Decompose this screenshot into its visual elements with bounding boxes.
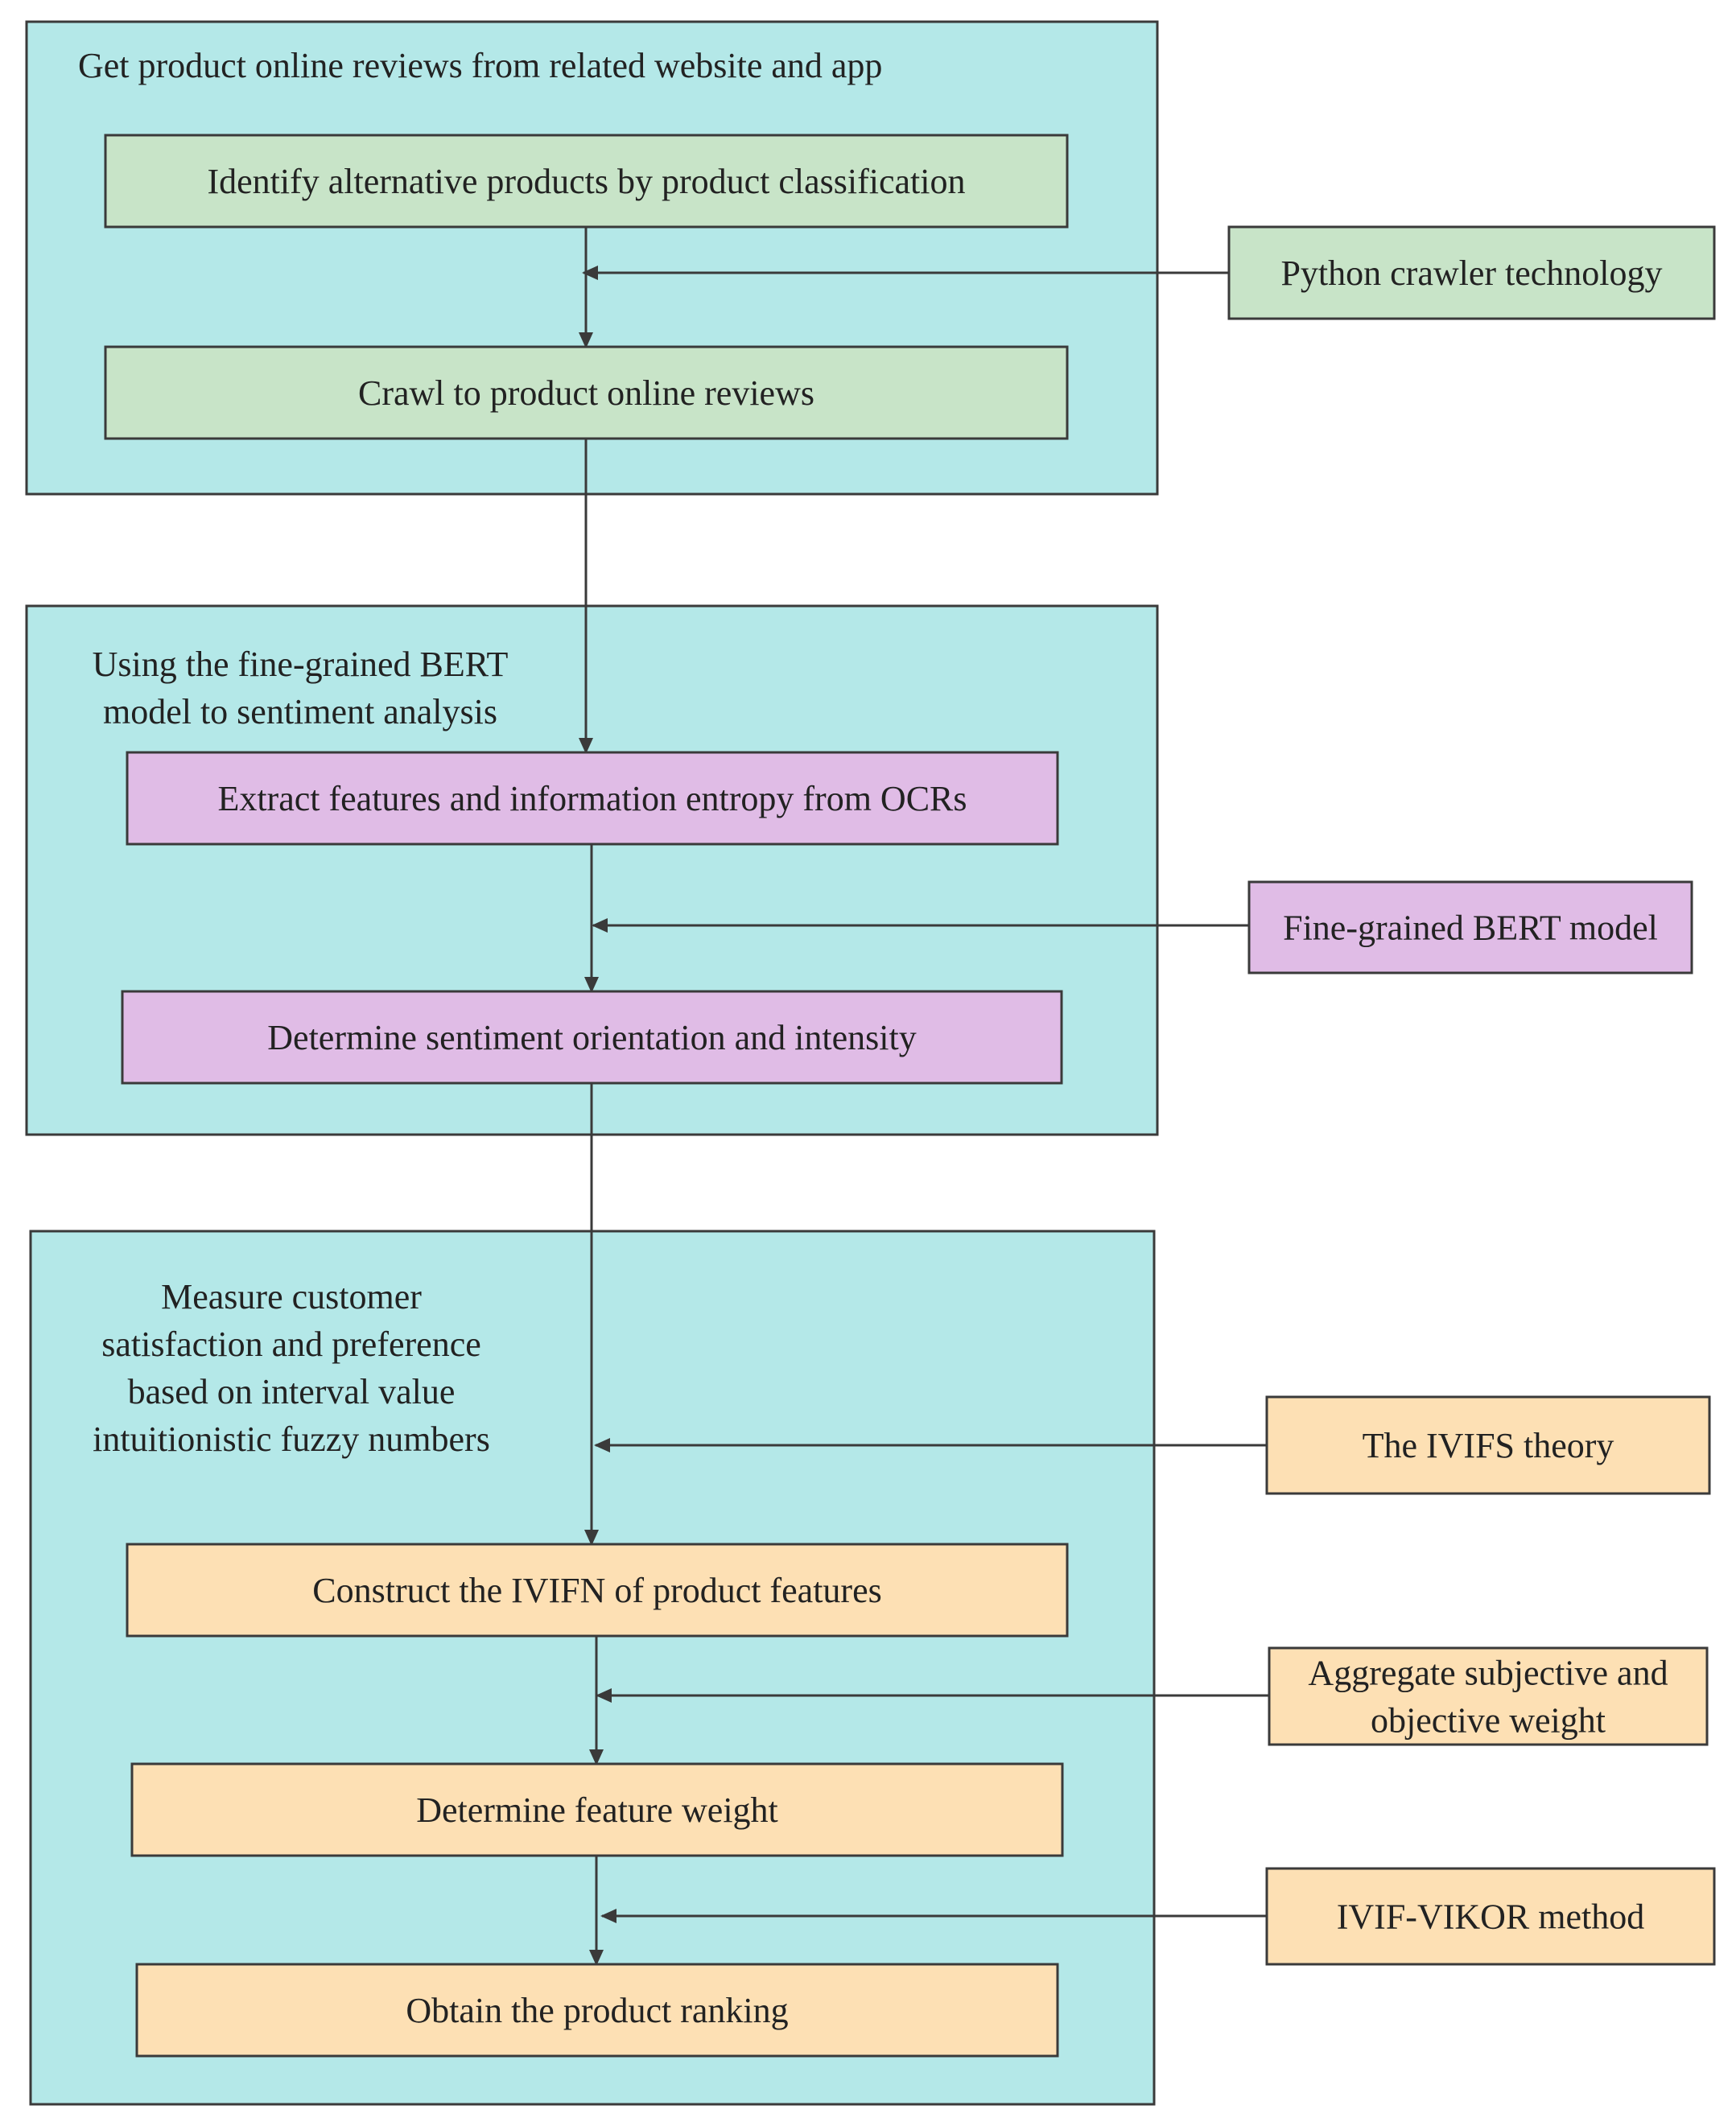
fine-grained-bert-box-background [1247, 880, 1693, 974]
crawl-reviews-box-background [104, 345, 1069, 440]
determine-sentiment-label: Determine sentiment orientation and inte… [267, 1018, 916, 1057]
aggregate-weight-box: Aggregate subjective and objective weight [1268, 1646, 1709, 1746]
construct-ivifn-box-background [126, 1543, 1069, 1638]
aggregate-weight-box-background [1268, 1646, 1709, 1746]
identify-alternatives-box-background [104, 134, 1069, 229]
python-crawler-box-background [1227, 225, 1716, 320]
fine-grained-bert-box: Fine-grained BERT model [1247, 880, 1693, 974]
determine-weight-label: Determine feature weight [416, 1790, 778, 1830]
construct-ivifn-box: Construct the IVIFN of product features [126, 1543, 1069, 1638]
boxes: Identify alternative products by product… [104, 134, 1716, 2058]
panel-2-title-line: model to sentiment analysis [103, 692, 497, 731]
ivif-vikor-label: IVIF-VIKOR method [1337, 1897, 1645, 1936]
determine-weight-box: Determine feature weight [130, 1762, 1064, 1857]
identify-alternatives-label: Identify alternative products by product… [207, 162, 965, 201]
aggregate-weight-label: objective weight [1371, 1700, 1606, 1740]
determine-sentiment-box: Determine sentiment orientation and inte… [121, 990, 1063, 1085]
extract-features-box-background [126, 751, 1059, 846]
panel-3-title-line: based on interval value [128, 1372, 456, 1411]
obtain-ranking-box-background [135, 1963, 1059, 2058]
crawl-reviews-label: Crawl to product online reviews [358, 373, 814, 413]
obtain-ranking-label: Obtain the product ranking [406, 1991, 788, 2030]
determine-weight-box-background [130, 1762, 1064, 1857]
ivif-vikor-box-background [1265, 1867, 1716, 1966]
ivifs-theory-box-background [1265, 1395, 1711, 1495]
ivif-vikor-box: IVIF-VIKOR method [1265, 1867, 1716, 1966]
fine-grained-bert-label: Fine-grained BERT model [1283, 908, 1658, 947]
construct-ivifn-label: Construct the IVIFN of product features [312, 1571, 881, 1610]
aggregate-weight-label: Aggregate subjective and [1308, 1653, 1668, 1692]
ivifs-theory-box: The IVIFS theory [1265, 1395, 1711, 1495]
crawl-reviews-box: Crawl to product online reviews [104, 345, 1069, 440]
python-crawler-box: Python crawler technology [1227, 225, 1716, 320]
python-crawler-label: Python crawler technology [1280, 253, 1662, 293]
ivifs-theory-label: The IVIFS theory [1363, 1426, 1614, 1465]
connectors [579, 227, 1269, 1966]
identify-alternatives-box: Identify alternative products by product… [104, 134, 1069, 229]
panel-3-title-line: intuitionistic fuzzy numbers [93, 1419, 490, 1459]
panel-2-title-line: Using the fine-grained BERT [93, 645, 509, 684]
obtain-ranking-box: Obtain the product ranking [135, 1963, 1059, 2058]
panel-1-title-line: Get product online reviews from related … [78, 46, 882, 85]
determine-sentiment-box-background [121, 990, 1063, 1085]
extract-features-label: Extract features and information entropy… [217, 779, 967, 818]
panel-3-title-line: satisfaction and preference [101, 1325, 481, 1364]
panel-3-title-line: Measure customer [161, 1277, 422, 1316]
extract-features-box: Extract features and information entropy… [126, 751, 1059, 846]
